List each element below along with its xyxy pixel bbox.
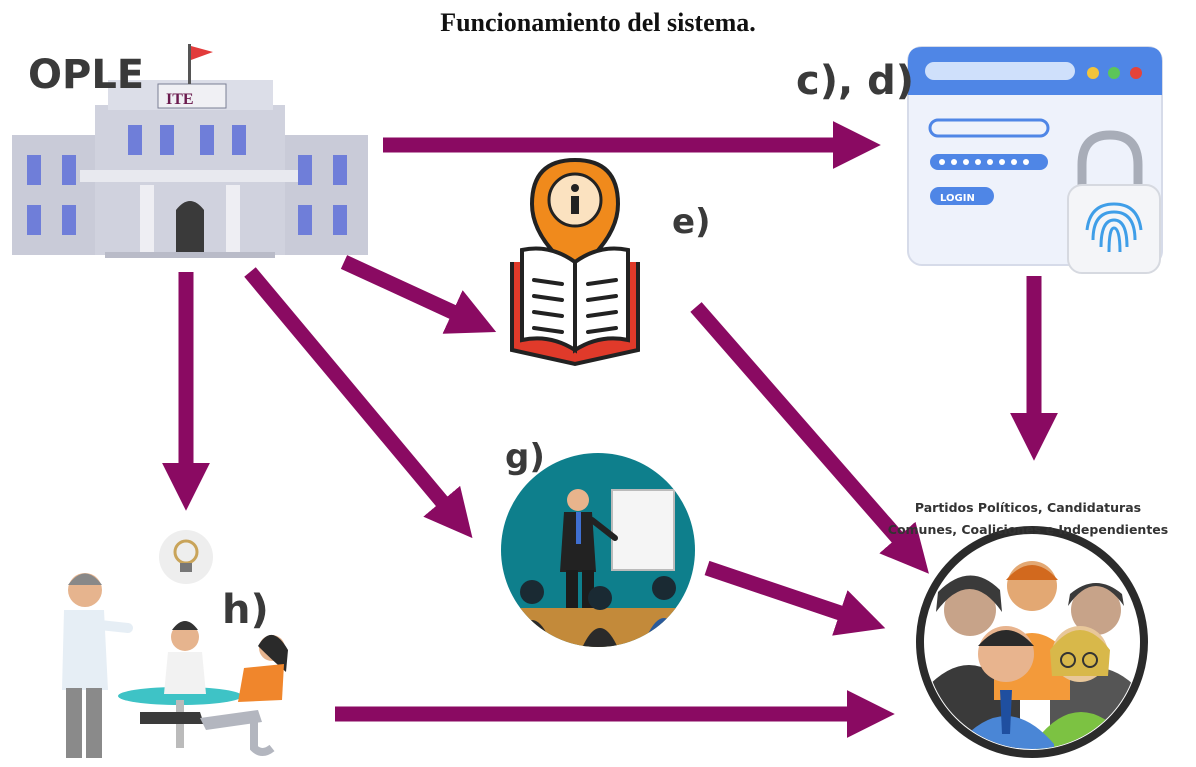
building-icon — [12, 44, 368, 258]
login-button-text: LOGIN — [940, 193, 975, 204]
people-group-icon — [916, 526, 1148, 758]
parties-caption-line1: Partidos Políticos, Candidaturas — [914, 500, 1142, 515]
meeting-icon — [62, 573, 288, 758]
lightbulb-icon — [159, 530, 213, 584]
diagram-title: Funcionamiento del sistema. — [440, 8, 756, 37]
parties-caption: Partidos Políticos, Candidaturas Comunes… — [860, 497, 1196, 541]
arrow-training-to-parties — [704, 560, 886, 636]
step-h-label: h) — [222, 587, 269, 633]
flow-arrows — [161, 120, 1059, 739]
step-cd-label: c), d) — [796, 58, 915, 104]
arrow-info-to-parties — [690, 302, 929, 574]
parties-caption-line2: Comunes, Coaliciones e Independientes — [887, 522, 1169, 537]
arrow-ople-to-info — [340, 255, 497, 334]
ite-logo-text: ITE — [166, 91, 194, 108]
step-e-label: e) — [672, 202, 711, 242]
info-book-icon — [510, 157, 640, 367]
arrow-ople-to-training — [244, 267, 473, 539]
presentation-icon — [501, 453, 695, 647]
ople-label: OPLE — [28, 52, 145, 98]
fingerprint-lock-icon — [1067, 130, 1161, 274]
step-g-label: g) — [505, 437, 545, 477]
